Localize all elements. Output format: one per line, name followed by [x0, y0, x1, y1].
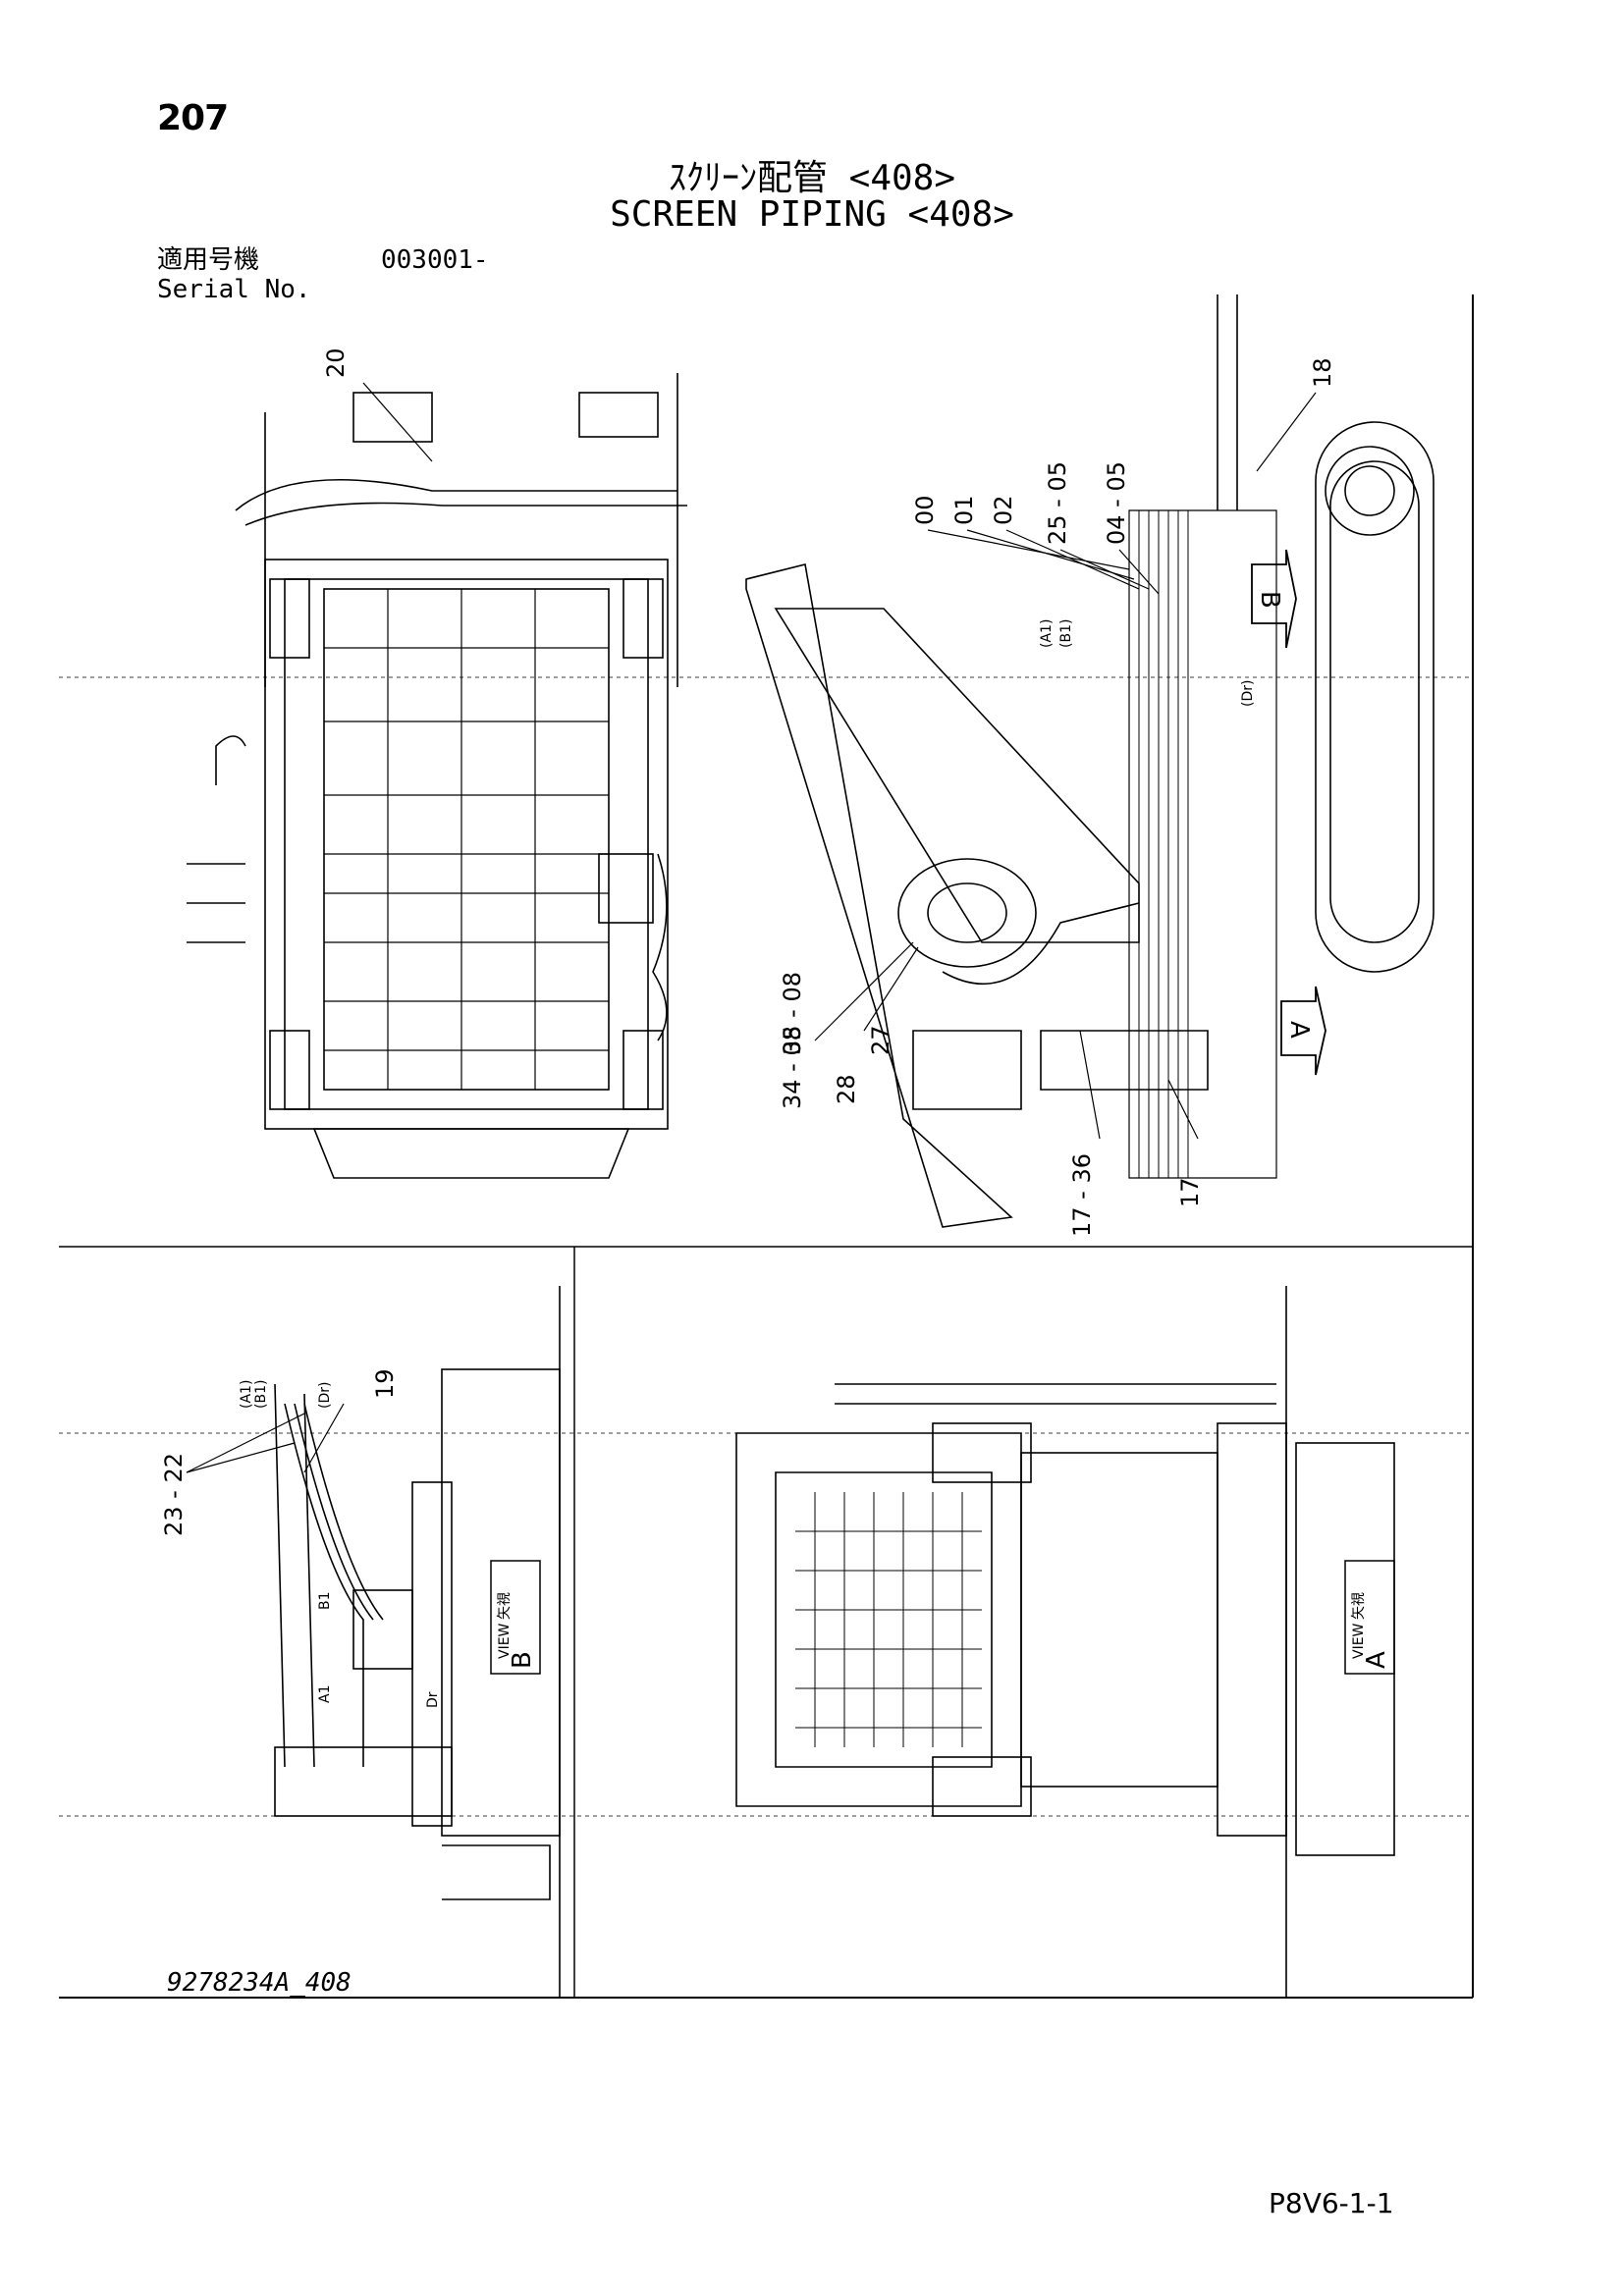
view-a-jp: 矢視 [1351, 1592, 1367, 1620]
callout-25-05: 25 - 05 [1044, 461, 1071, 545]
port-label-dr-plain: Dr [425, 1691, 441, 1708]
serial-label-jp: 適用号機 [157, 245, 260, 275]
side-view-port-labels: (A1) (B1) (Dr) [1039, 619, 1256, 707]
view-b-word: VIEW [497, 1623, 513, 1659]
callout-20: 20 [322, 347, 350, 378]
port-label-a1-side: (A1) [1039, 619, 1055, 648]
view-b-jp: 矢視 [497, 1592, 513, 1620]
callout-17-36: 17 - 36 [1068, 1153, 1096, 1237]
side-view-callouts-lower: 34 - 08 35 - 08 28 27 17 - 36 17 [779, 941, 1204, 1237]
port-label-b1-side: (B1) [1058, 619, 1074, 648]
port-label-b1-viewb: (B1) [253, 1380, 269, 1409]
port-label-dr-viewb: (Dr) [317, 1382, 333, 1409]
view-marker-a: A [1280, 986, 1326, 1076]
port-label-b1-plain: B1 [317, 1591, 333, 1610]
view-b-letter: B [508, 1651, 537, 1669]
callout-18: 18 [1309, 357, 1336, 388]
drawing-code: 9278234A_408 [167, 1968, 352, 1998]
page-code: P8V6-1-1 [1269, 2187, 1394, 2219]
callout-17: 17 [1176, 1177, 1204, 1207]
callout-02: 02 [990, 495, 1017, 525]
view-b-callouts: 19 23 - 22 (A1) (B1) (Dr) B1 A1 Dr [160, 1368, 441, 1708]
view-b-drawing [274, 1286, 561, 1998]
page-number: 207 [157, 98, 229, 138]
callout-19: 19 [371, 1368, 399, 1399]
view-marker-b: B [1251, 549, 1297, 649]
view-a-drawing [735, 1286, 1395, 1998]
callout-00: 00 [911, 495, 939, 525]
view-a-word: VIEW [1351, 1623, 1367, 1659]
plan-view [187, 373, 687, 1179]
view-marker-b-letter: B [1255, 591, 1284, 609]
view-b-label: B VIEW 矢視 [490, 1560, 541, 1675]
port-label-dr-side: (Dr) [1240, 680, 1256, 707]
callout-28: 28 [833, 1074, 860, 1104]
callout-34-08: 34 - 08 [779, 1026, 806, 1109]
drawing-frame [59, 294, 1474, 1999]
view-a-letter: A [1362, 1651, 1391, 1669]
port-label-a1-plain: A1 [317, 1685, 333, 1703]
callout-35-08: 35 - 08 [779, 972, 806, 1055]
callout-27: 27 [867, 1025, 894, 1055]
plan-view-callout-20: 20 [322, 347, 433, 462]
callout-01: 01 [950, 495, 978, 525]
serial-label: 適用号機 Serial No. [157, 245, 311, 304]
callout-04-05: 04 - 05 [1103, 461, 1130, 545]
side-view-callouts: 00 01 02 25 - 05 04 - 05 18 [911, 357, 1336, 595]
serial-label-en: Serial No. [157, 275, 311, 304]
title-japanese: ｽｸﾘｰﾝ配管 <408> [668, 158, 956, 198]
view-a-label: A VIEW 矢視 [1344, 1560, 1395, 1675]
side-view [745, 294, 1435, 1228]
callout-23-22: 23 - 22 [160, 1453, 188, 1536]
view-marker-a-letter: A [1284, 1021, 1314, 1039]
port-label-a1-viewb: (A1) [239, 1380, 254, 1409]
title-english: SCREEN PIPING <408> [610, 194, 1014, 235]
serial-value: 003001- [381, 245, 489, 275]
